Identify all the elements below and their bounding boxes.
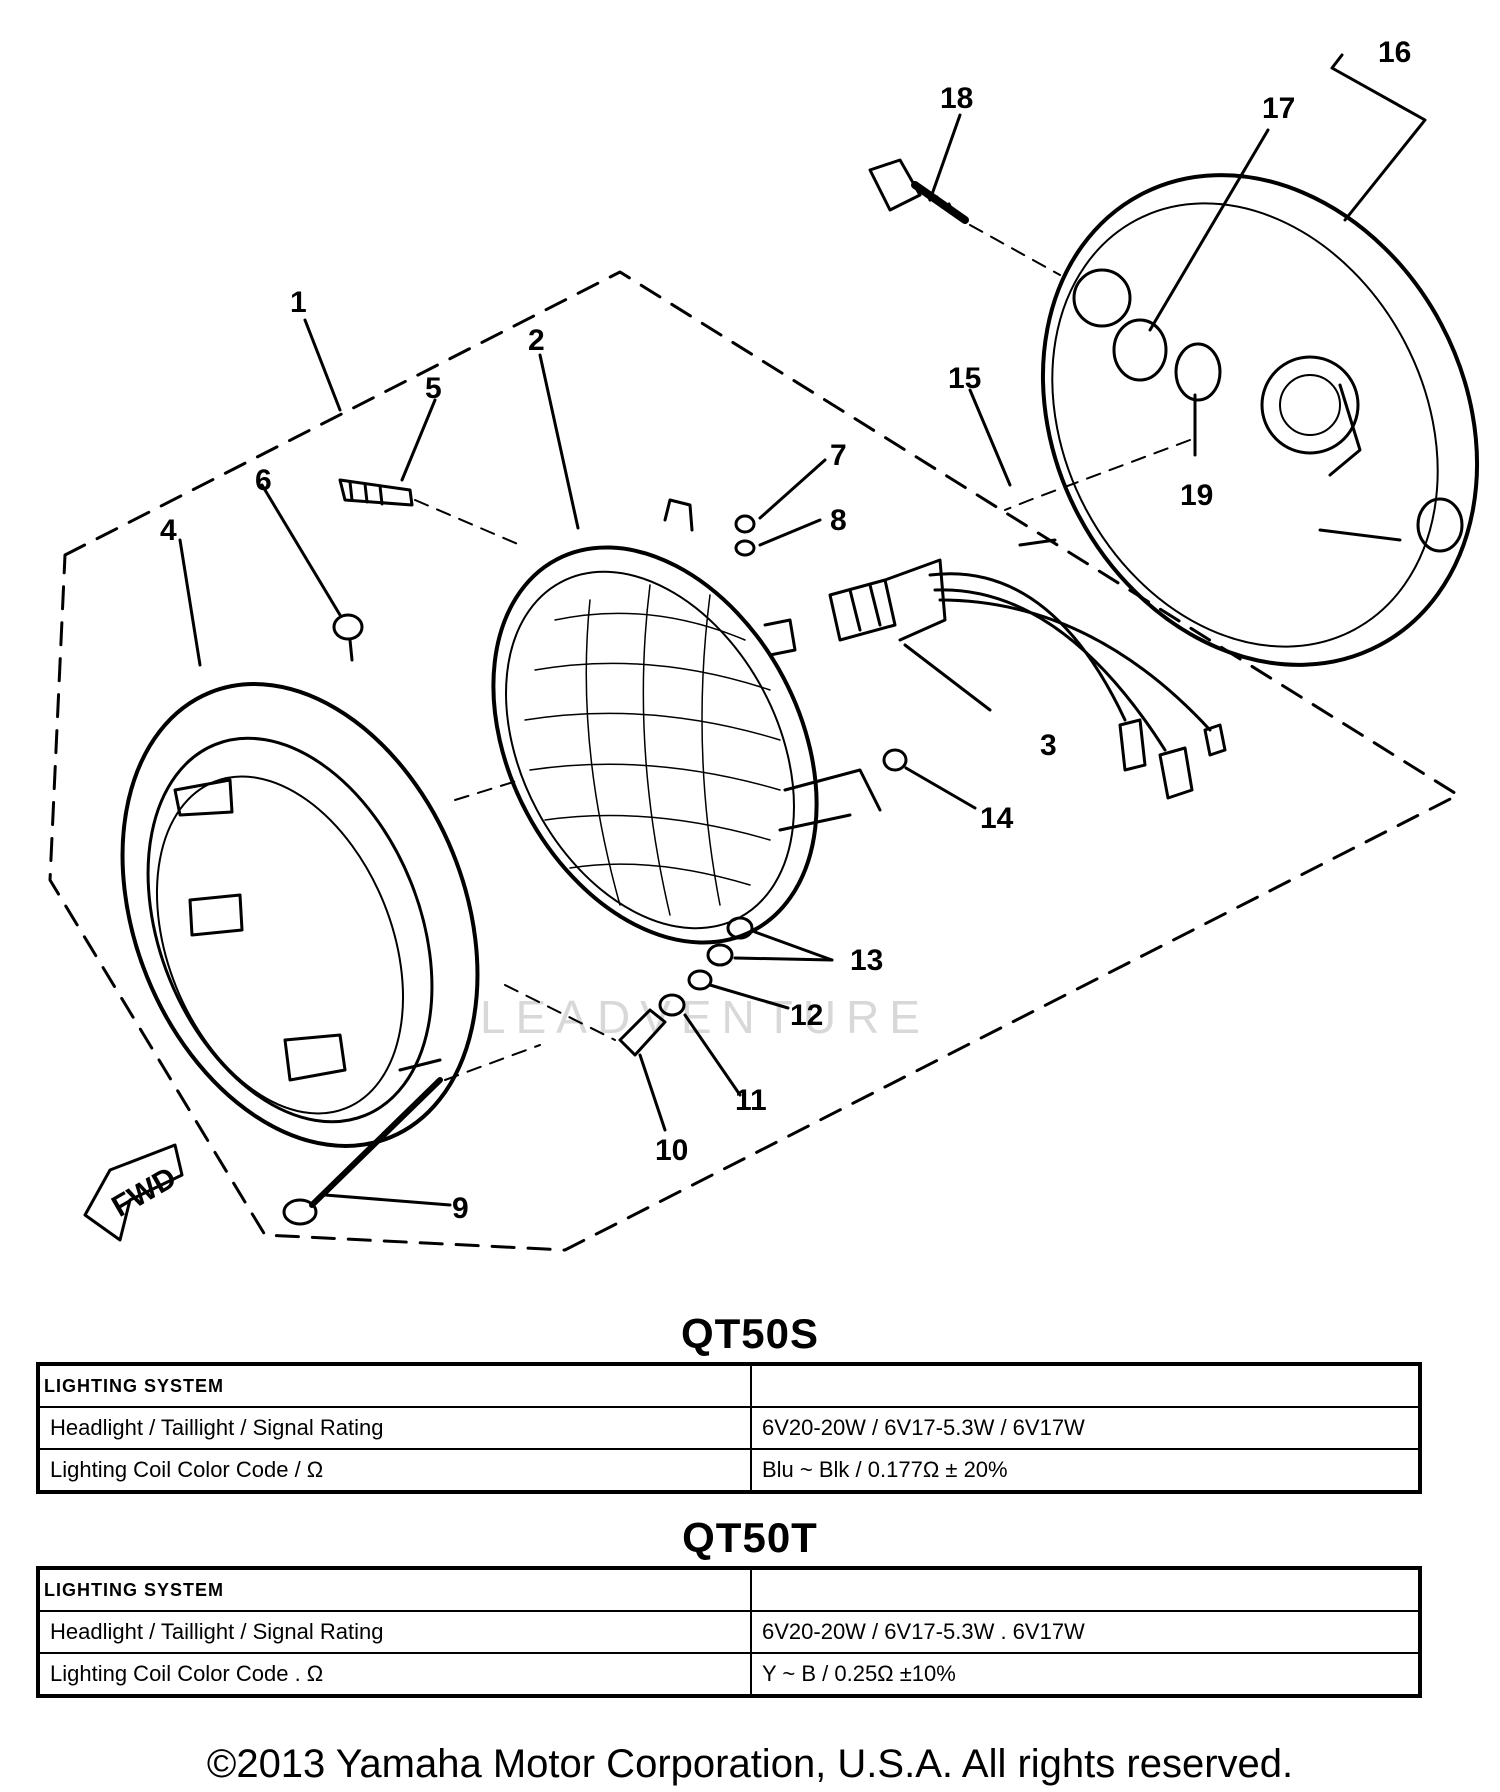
callout-6: 6: [255, 464, 272, 497]
fwd-label: FWD: [106, 1161, 182, 1224]
fwd-arrow: [83, 1143, 184, 1242]
callout-5: 5: [425, 372, 442, 405]
row-value: Y ~ B / 0.25Ω ±10%: [750, 1652, 1421, 1697]
row-label: Lighting Coil Color Code / Ω: [37, 1448, 752, 1493]
row-value: Blu ~ Blk / 0.177Ω ± 20%: [750, 1448, 1421, 1493]
spec-table-qt50s: LIGHTING SYSTEM Headlight / Taillight / …: [36, 1362, 1422, 1494]
row-label: Headlight / Taillight / Signal Rating: [37, 1610, 752, 1654]
washer-12: [687, 969, 713, 991]
assembly-boundary: [48, 270, 1460, 1252]
row-label: Lighting Coil Color Code . Ω: [37, 1652, 752, 1697]
grommet: [1112, 318, 1168, 382]
callout-16: 16: [1378, 36, 1411, 69]
callout-9: 9: [452, 1192, 469, 1225]
callout-11: 11: [735, 1084, 767, 1117]
table-row: Headlight / Taillight / Signal Rating 6V…: [37, 1406, 1421, 1450]
rim-screw: [332, 613, 364, 662]
table-row: Lighting Coil Color Code / Ω Blu ~ Blk /…: [37, 1448, 1421, 1493]
callout-3: 3: [1040, 729, 1057, 762]
pilot-bulb: [338, 478, 414, 507]
wire-harness: [828, 538, 1227, 800]
table-header-cell-empty: [750, 1567, 1421, 1612]
callout-2: 2: [528, 324, 545, 357]
callout-17: 17: [1262, 92, 1295, 125]
nut-13a: [726, 916, 754, 940]
table-row: LIGHTING SYSTEM: [37, 1363, 1421, 1408]
table-row: LIGHTING SYSTEM: [37, 1567, 1421, 1612]
callout-12: 12: [790, 999, 823, 1032]
adjusting-screw: [282, 1077, 443, 1226]
callout-1: 1: [290, 286, 307, 319]
callout-4: 4: [160, 514, 177, 547]
callout-13: 13: [850, 944, 883, 977]
headlight-rim: [120, 682, 480, 1148]
washer-8: [734, 539, 756, 557]
sealed-beam-unit: [491, 498, 819, 945]
case-screw: [868, 158, 969, 224]
copyright-notice: ©2013 Yamaha Motor Corporation, U.S.A. A…: [206, 1742, 1294, 1786]
callout-10: 10: [655, 1134, 688, 1167]
row-value: 6V20-20W / 6V17-5.3W / 6V17W: [750, 1406, 1421, 1450]
headlight-exploded-diagram: 1 2 3 4 5 6 7 8 9 10 11 12 13 14 15 16 1…: [48, 36, 1480, 1252]
table-header-cell: LIGHTING SYSTEM: [37, 1567, 752, 1612]
callout-7: 7: [830, 439, 847, 472]
row-value: 6V20-20W / 6V17-5.3W . 6V17W: [750, 1610, 1421, 1654]
nut-13b: [706, 943, 734, 967]
headlight-case: [1040, 173, 1480, 667]
model-title-qt50s: QT50S: [680, 1310, 820, 1357]
row-label: Headlight / Taillight / Signal Rating: [37, 1406, 752, 1450]
callout-19: 19: [1180, 479, 1213, 512]
adjuster-bracket: [778, 748, 908, 832]
callout-18: 18: [940, 82, 973, 115]
callout-14: 14: [980, 802, 1014, 835]
callout-15: 15: [948, 362, 981, 395]
model-title-qt50t: QT50T: [682, 1514, 818, 1561]
socket: [1174, 342, 1222, 402]
spec-table-qt50t: LIGHTING SYSTEM Headlight / Taillight / …: [36, 1566, 1422, 1698]
table-row: Lighting Coil Color Code . Ω Y ~ B / 0.2…: [37, 1652, 1421, 1697]
nut-7: [734, 514, 756, 534]
callout-8: 8: [830, 504, 847, 537]
washer-11: [658, 993, 686, 1017]
table-row: Headlight / Taillight / Signal Rating 6V…: [37, 1610, 1421, 1654]
table-header-cell-empty: [750, 1363, 1421, 1408]
table-header-cell: LIGHTING SYSTEM: [37, 1363, 752, 1408]
spring-10: [618, 1008, 667, 1057]
